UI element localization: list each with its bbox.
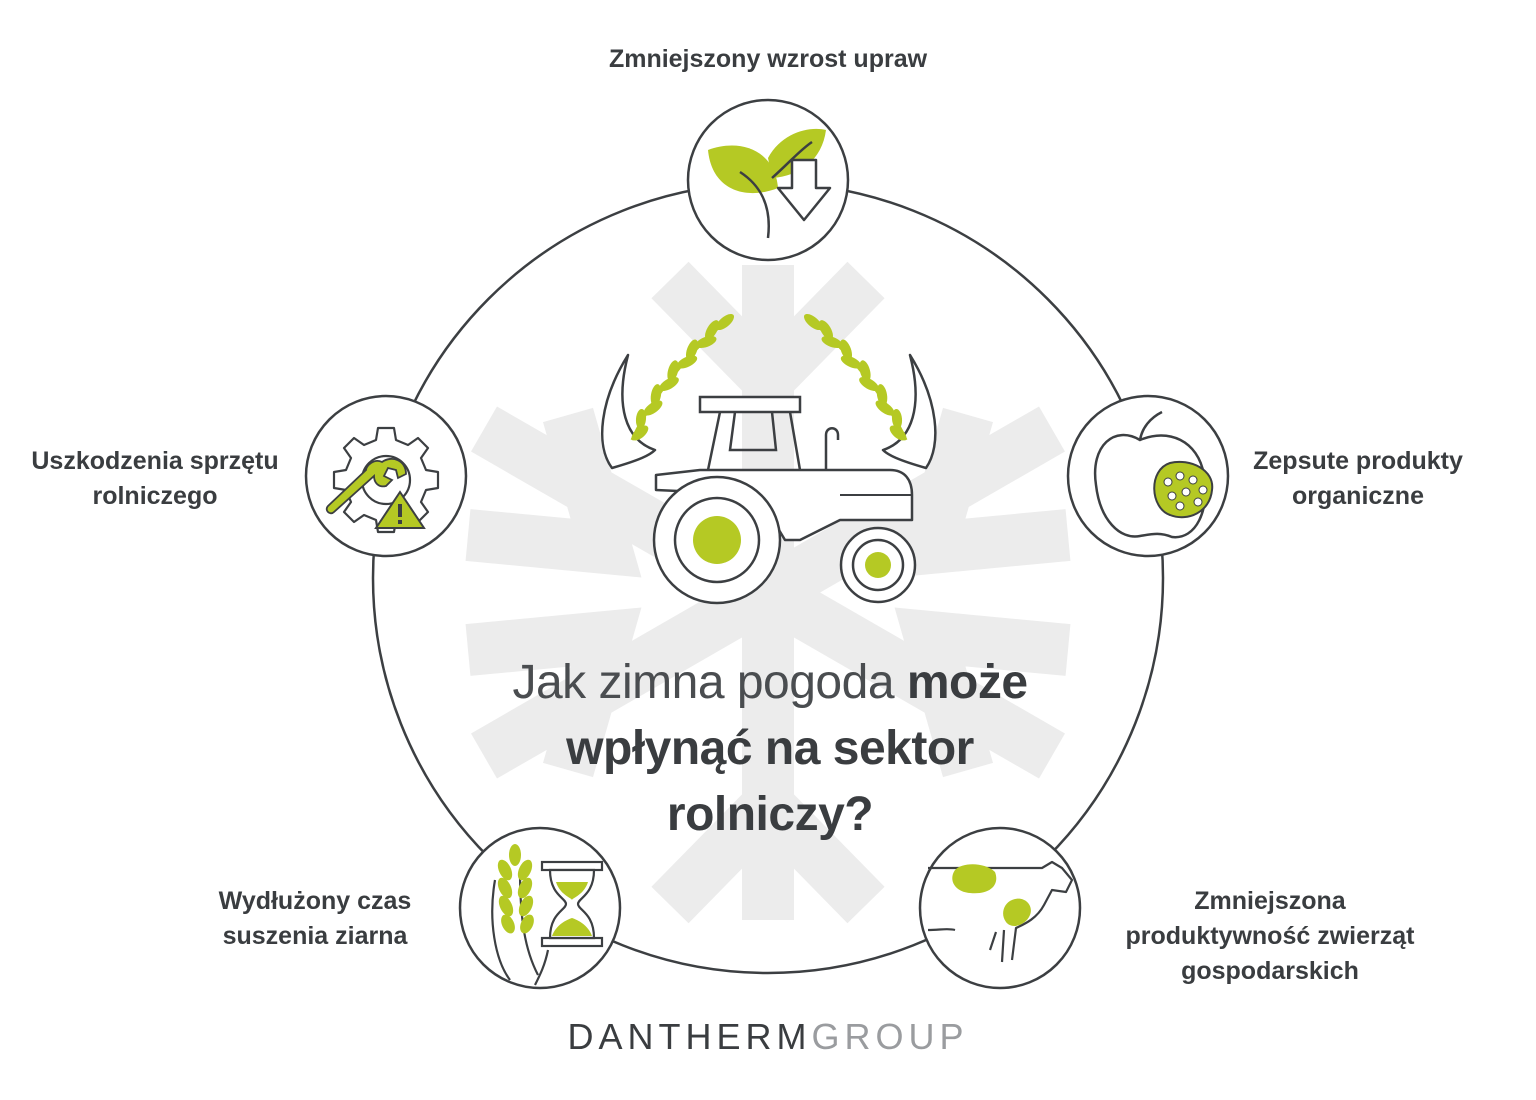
- label-bottom-left-line-2: suszenia ziarna: [222, 922, 408, 950]
- label-left-line-1: Uszkodzenia sprzętu: [31, 447, 279, 475]
- title-line-3: rolniczy?: [666, 788, 874, 841]
- title-line-1-bold: może: [906, 656, 1028, 709]
- rotten-apple-icon: [1093, 410, 1214, 539]
- leaf-down-arrow-icon: [708, 128, 832, 239]
- brand-part-2: GROUP: [811, 1016, 969, 1057]
- label-bottom-left-line-1: Wydłużony czas: [218, 887, 412, 915]
- gear-wrench-warning-icon: [325, 426, 440, 534]
- node-bottom-right: [918, 826, 1082, 990]
- snowflake-icon: [465, 261, 1071, 924]
- wheat-hourglass-icon: [491, 844, 604, 986]
- node-right: [1066, 394, 1230, 558]
- tractor-wheat-icon: [601, 313, 937, 605]
- brand-logo: DANTHERMGROUP: [0, 1016, 1536, 1058]
- page-title: Jak zimna pogoda może wpłynąć na sektor …: [430, 650, 1110, 848]
- label-left: Uszkodzenia sprzętu rolniczego: [20, 444, 290, 514]
- brand-part-1: DANTHERM: [567, 1016, 812, 1057]
- label-right: Zepsute produkty organiczne: [1228, 444, 1488, 514]
- label-right-line-2: organiczne: [1292, 482, 1424, 510]
- cow-icon: [927, 860, 1074, 963]
- label-top-line-1: Zmniejszony wzrost upraw: [608, 45, 928, 73]
- title-line-2: wpłynąć na sektor: [566, 722, 974, 775]
- title-line-1: Jak zimna pogoda może: [430, 650, 1110, 716]
- label-top: Zmniejszony wzrost upraw: [568, 42, 968, 77]
- label-bottom-right-line-3: gospodarskich: [1181, 957, 1359, 985]
- title-line-1-light: Jak zimna pogoda: [512, 656, 907, 709]
- label-bottom-right-line-1: Zmniejszona: [1194, 887, 1346, 915]
- node-top: [686, 98, 850, 262]
- node-left: [304, 394, 468, 558]
- label-right-line-1: Zepsute produkty: [1253, 447, 1463, 475]
- label-bottom-right-line-2: produktywność zwierząt: [1125, 922, 1415, 950]
- label-bottom-left: Wydłużony czas suszenia ziarna: [190, 884, 440, 954]
- node-bottom-left: [458, 826, 622, 990]
- label-left-line-2: rolniczego: [92, 482, 218, 510]
- label-bottom-right: Zmniejszona produktywność zwierząt gospo…: [1100, 884, 1440, 989]
